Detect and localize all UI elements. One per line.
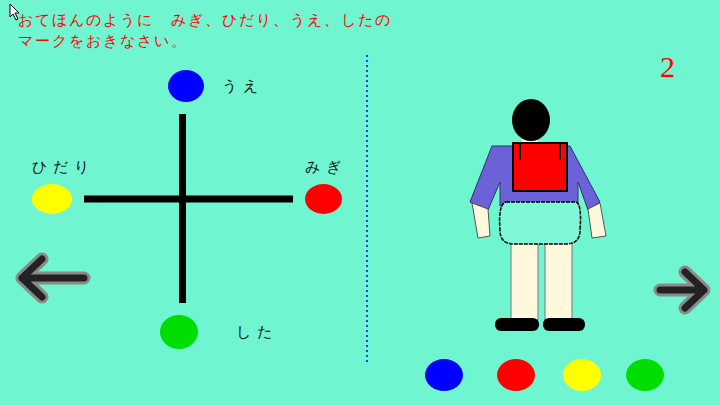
instruction-holder: おてほんのように みぎ、ひだり、うえ、したの マークをおきなさい。 [18, 10, 406, 52]
instruction-text: おてほんのように みぎ、ひだり、うえ、したの マークをおきなさい。 [18, 10, 406, 52]
direction-label: した [236, 323, 278, 341]
right-shoe [543, 318, 585, 331]
backpack [513, 143, 567, 191]
direction-marker: した [160, 315, 278, 349]
strap [519, 143, 521, 160]
label-holder: 2 [660, 50, 675, 84]
label-holder: した [236, 323, 278, 341]
arrow-outline [22, 259, 84, 297]
person-figure [470, 99, 606, 331]
circle-fill [168, 70, 204, 102]
circle-svg [168, 70, 204, 102]
mouse-cursor [10, 4, 19, 20]
direction-marker: ひだり [32, 158, 95, 214]
answer-markers [425, 359, 664, 391]
divider-line [366, 55, 368, 362]
arrow-outline [660, 272, 704, 308]
next-arrow [660, 272, 704, 308]
left-shoe [495, 318, 539, 331]
direction-label: みぎ [305, 158, 347, 176]
circle-fill [160, 315, 198, 349]
marker-circle [32, 184, 72, 214]
strap [559, 143, 561, 160]
yellow-marker [563, 359, 601, 391]
arrow-shape [22, 259, 84, 297]
arrow-shape [660, 272, 704, 308]
blue-marker [425, 359, 463, 391]
marker-circle [305, 184, 342, 214]
cross-line [84, 196, 293, 203]
direction-marker: みぎ [305, 158, 347, 214]
circle-svg [305, 184, 342, 214]
circle-svg [160, 315, 198, 349]
direction-label: うえ [222, 77, 264, 95]
left-arm [472, 203, 490, 238]
page-number: 2 [660, 50, 675, 84]
circle-fill [32, 184, 72, 214]
direction-label: ひだり [32, 158, 95, 176]
head [512, 99, 550, 141]
marker-circle [160, 315, 198, 349]
label-holder: うえ [222, 77, 264, 95]
label-holder: ひだり [32, 158, 95, 176]
right-leg [545, 240, 572, 320]
circle-svg [32, 184, 72, 214]
circle-fill [305, 184, 342, 214]
left-leg [511, 240, 538, 320]
direction-marker: うえ [168, 70, 264, 102]
marker-circle [168, 70, 204, 102]
red-marker [497, 359, 535, 391]
cross-line [179, 114, 186, 303]
right-arm [588, 203, 606, 238]
green-marker [626, 359, 664, 391]
label-holder: みぎ [305, 158, 347, 176]
back-arrow [22, 259, 84, 297]
skirt [500, 202, 581, 244]
